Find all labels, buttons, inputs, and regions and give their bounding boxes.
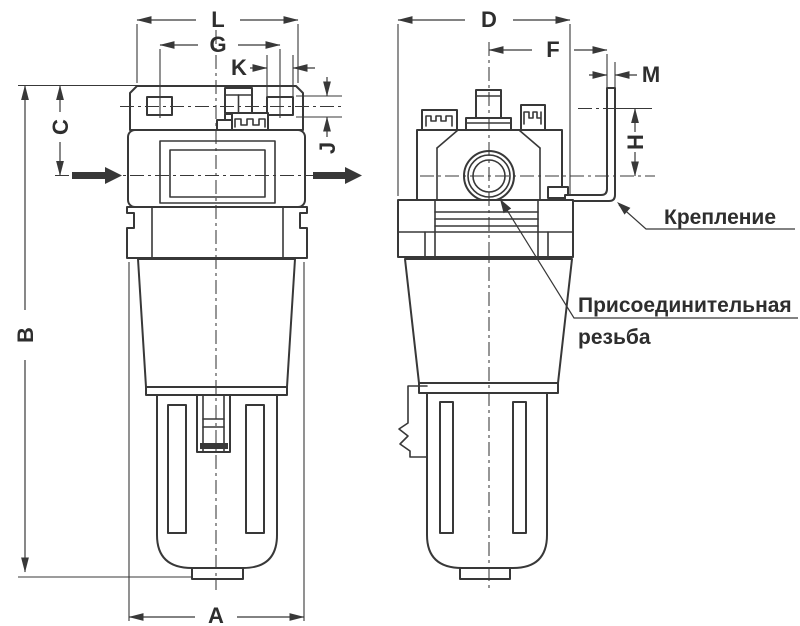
dim-label-G: G [209, 32, 226, 57]
dimension-M: M [589, 62, 660, 88]
head-chamfer [518, 129, 541, 149]
mounting-label: Крепление [664, 206, 776, 229]
flow-in-arrow-icon [72, 167, 122, 184]
dimension-B: B [13, 85, 192, 578]
dimension-L: L [136, 7, 299, 83]
side-view [397, 42, 655, 588]
clamp-collar [126, 206, 308, 259]
dim-label-J: J [315, 142, 340, 154]
serration-teeth [523, 111, 542, 125]
dim-label-K: K [231, 55, 247, 80]
serrated-ring [231, 112, 269, 131]
serration-teeth [234, 118, 266, 128]
dim-label-M: M [642, 62, 660, 87]
bowl-latch [398, 385, 428, 458]
dim-label-F: F [546, 37, 559, 62]
bracket-tab [547, 186, 569, 199]
mounting-bracket [564, 87, 616, 202]
dim-label-B: B [13, 327, 38, 343]
serration-teeth [425, 115, 453, 127]
dimension-G: G [159, 32, 281, 118]
drain-fitting [459, 567, 511, 580]
dimension-A: A [128, 262, 305, 626]
bowl-slot-right [245, 404, 265, 534]
clamp-collar [397, 199, 574, 258]
dimension-K: K [231, 55, 315, 96]
annotation-thread: Присоединительная резьба [500, 199, 798, 349]
dimension-F: F [488, 37, 608, 88]
bowl-slot-left [167, 404, 187, 534]
dim-label-H: H [623, 134, 648, 150]
leader-line [618, 204, 795, 230]
leader-arrow-icon [500, 199, 512, 214]
leader-line [501, 201, 798, 319]
dim-label-C: C [48, 119, 73, 135]
dim-label-A: A [208, 603, 224, 626]
sight-window-inner [169, 149, 266, 198]
dimension-H: H [615, 107, 652, 177]
sight-window-outer [159, 140, 276, 204]
bowl-slot-right [512, 401, 527, 534]
dimension-D: D [397, 7, 571, 196]
leader-arrow-icon [617, 202, 631, 215]
bowl-slot-left [439, 401, 454, 534]
gauge-mark [200, 443, 228, 449]
annotation-mounting: Крепление [617, 202, 795, 230]
dim-label-L: L [211, 7, 224, 32]
drain-fitting [191, 567, 244, 580]
adjuster-step [216, 119, 233, 131]
head-chamfer [436, 129, 459, 149]
dim-label-D: D [481, 7, 497, 32]
thread-label-line1: Присоединительная [578, 294, 792, 317]
adjuster-step [224, 113, 233, 121]
dimension-J: J [296, 77, 342, 154]
front-view [55, 30, 362, 590]
thread-label-line2: резьба [578, 326, 651, 349]
dimension-C: C [18, 84, 137, 176]
